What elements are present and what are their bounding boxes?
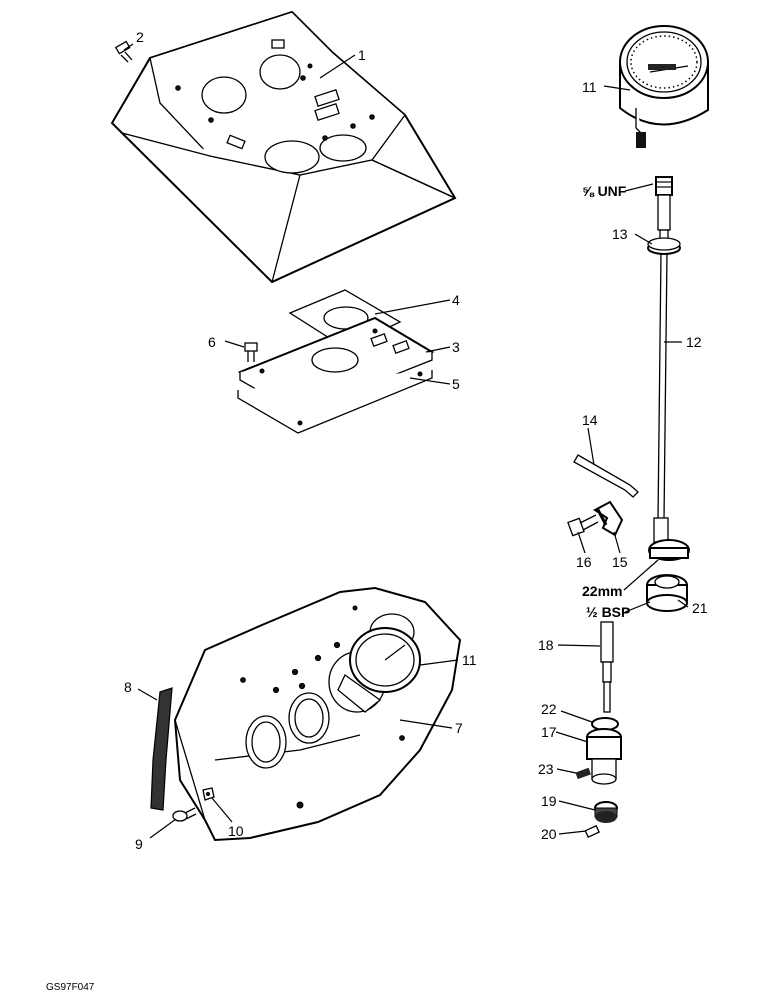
pin-20 — [584, 824, 600, 839]
callout-2: 2 — [136, 29, 144, 45]
shaft-18 — [600, 621, 614, 713]
grommet-13 — [647, 237, 681, 255]
screw-23 — [575, 767, 591, 780]
clip-15 — [593, 500, 624, 537]
callout-13: 13 — [612, 226, 628, 242]
gear-19 — [594, 801, 618, 823]
thread-22mm-label: 22mm — [582, 583, 622, 599]
callout-15: 15 — [612, 554, 628, 570]
callout-16: 16 — [576, 554, 592, 570]
tachometer-gauge-11 — [619, 25, 709, 148]
thread-labels: ⅝ UNF 22mm ½ BSP — [582, 183, 630, 620]
callout-14: 14 — [582, 412, 598, 428]
callout-4: 4 — [452, 292, 460, 308]
callout-22: 22 — [541, 701, 557, 717]
adaptor-21 — [646, 574, 688, 612]
callout-3: 3 — [452, 339, 460, 355]
callout-17: 17 — [541, 724, 557, 740]
pin-14 — [573, 454, 639, 498]
callout-23: 23 — [538, 761, 554, 777]
callout-19: 19 — [541, 793, 557, 809]
screw-2 — [114, 40, 133, 63]
callout-7: 7 — [455, 720, 463, 736]
callout-9: 9 — [135, 836, 143, 852]
housing-17 — [586, 728, 622, 785]
seal-strip-8 — [150, 687, 173, 811]
callout-6: 6 — [208, 334, 216, 350]
instrument-cowl-lower — [173, 586, 462, 842]
callout-20: 20 — [541, 826, 557, 842]
clip-10 — [202, 787, 215, 801]
bolt-16 — [567, 514, 599, 537]
callout-12: 12 — [686, 334, 702, 350]
drive-cable-12 — [648, 176, 690, 561]
screw-9 — [172, 807, 197, 822]
gauge-11-fitted — [337, 627, 421, 713]
gasket-5 — [237, 370, 433, 434]
screw-6 — [244, 342, 258, 362]
callout-11-lower: 11 — [462, 652, 477, 668]
thread-bsp-label: ½ BSP — [586, 604, 630, 620]
callout-21: 21 — [692, 600, 708, 616]
callout-11-top: 11 — [582, 79, 597, 95]
leader-lines — [123, 43, 689, 839]
callout-8: 8 — [124, 679, 132, 695]
callout-5: 5 — [452, 376, 460, 392]
callout-18: 18 — [538, 637, 554, 653]
callout-10: 10 — [228, 823, 244, 839]
callout-1: 1 — [358, 47, 366, 63]
instrument-housing-upper — [110, 10, 457, 284]
drawing-code: GS97F047 — [46, 982, 95, 993]
callout-labels: 2 1 11 13 12 4 3 5 6 14 15 16 21 18 11 8… — [124, 29, 708, 852]
thread-unf-label: ⅝ UNF — [582, 183, 627, 199]
